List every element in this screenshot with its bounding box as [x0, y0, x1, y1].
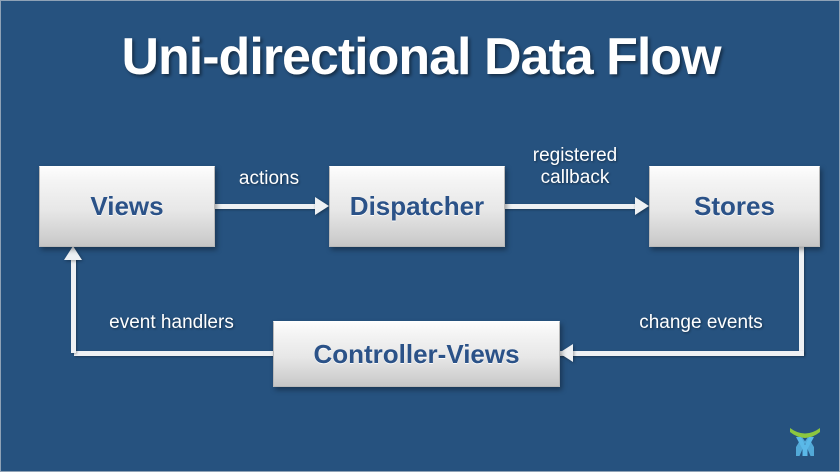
- node-views[interactable]: Views: [39, 166, 215, 247]
- node-dispatcher[interactable]: Dispatcher: [329, 166, 505, 247]
- node-stores[interactable]: Stores: [649, 166, 820, 247]
- edge-label-change-events: change events: [639, 312, 763, 333]
- arrowhead-left-controller-views: [559, 344, 573, 362]
- arrowhead-right-stores: [635, 197, 649, 215]
- node-controller-views-label: Controller-Views: [313, 338, 520, 369]
- edge-label-event-handlers: event handlers: [109, 312, 234, 333]
- edge-label-registered-callback: registered callback: [532, 145, 618, 188]
- company-logo-icon: [790, 428, 820, 456]
- arrowhead-up-views: [64, 246, 82, 260]
- node-dispatcher-label: Dispatcher: [349, 191, 485, 221]
- connector-views-to-dispatcher: [214, 204, 322, 209]
- node-controller-views[interactable]: Controller-Views: [273, 321, 560, 387]
- connector-left-up-to-views: [71, 253, 76, 353]
- connector-stores-down: [799, 244, 804, 354]
- node-views-label: Views: [90, 191, 164, 221]
- arrowhead-right-dispatcher: [315, 197, 329, 215]
- page-title: Uni-directional Data Flow: [121, 28, 721, 86]
- connector-dispatcher-to-stores: [504, 204, 642, 209]
- edge-label-actions: actions: [238, 168, 300, 189]
- node-stores-label: Stores: [694, 191, 775, 221]
